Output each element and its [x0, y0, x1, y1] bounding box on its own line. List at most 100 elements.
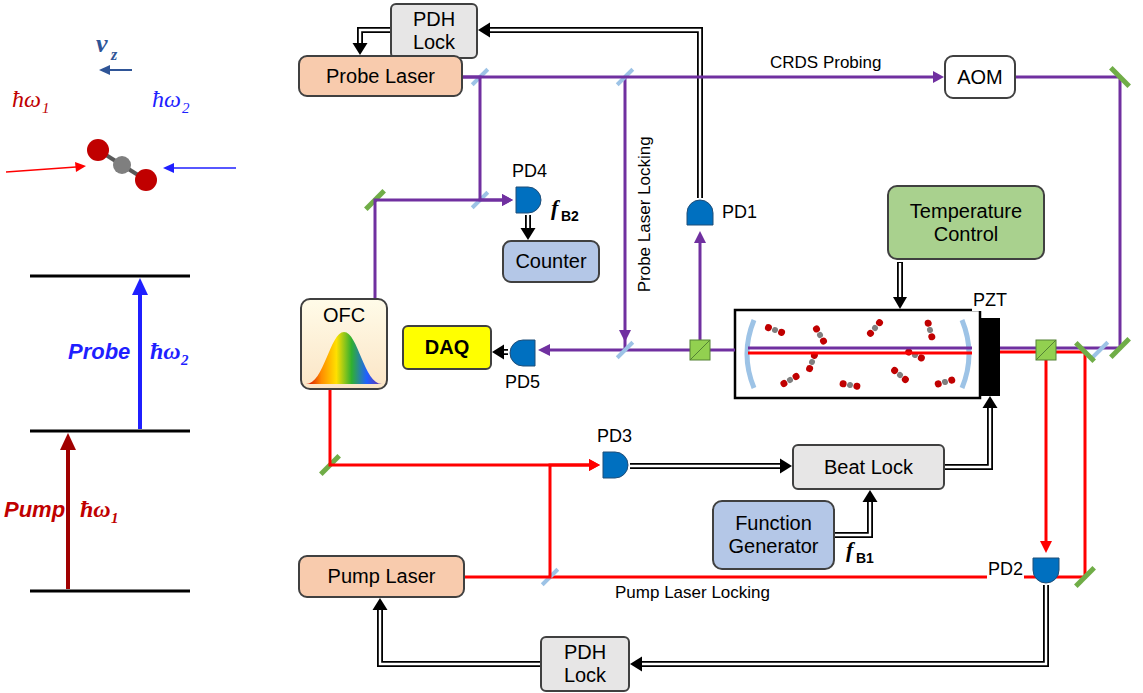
photodiode-symbol [513, 185, 543, 215]
level-line [30, 590, 190, 593]
daq-box: DAQ [402, 325, 492, 370]
box-label: PDH Lock [554, 641, 616, 687]
photon-energy: ħω [152, 86, 181, 112]
arrowhead [630, 657, 642, 672]
frequency-symbol: f [551, 196, 558, 220]
arrowhead [933, 71, 944, 83]
lock-box: PDH Lock [390, 3, 478, 59]
beam-connector [330, 390, 600, 471]
beam-arrowhead [694, 231, 706, 243]
photodiode-symbol [1031, 555, 1061, 585]
beam-arrowhead [538, 344, 550, 356]
box-label: Probe Laser [326, 65, 435, 88]
beam-line [463, 76, 934, 79]
polarizing-cube [690, 340, 710, 360]
photodiode-body [687, 200, 713, 225]
beam-label: Probe Laser Locking [636, 129, 655, 299]
component-label: PD1 [721, 202, 758, 223]
laser-box: Probe Laser [298, 55, 463, 97]
lock-box: Beat Lock [792, 444, 945, 490]
pump-beam [550, 352, 1085, 577]
laser-box: Pump Laser [298, 555, 465, 598]
arrowhead [502, 194, 513, 206]
box-label: OFC [323, 304, 365, 327]
box-label: Pump Laser [328, 565, 436, 588]
box-label: Counter [515, 250, 586, 273]
photodiode-body [516, 187, 541, 213]
probe-beam [550, 77, 1120, 350]
velocity-arrow [99, 65, 132, 75]
photodiode-body [1033, 558, 1059, 583]
signal-line-outer [945, 407, 990, 467]
frequency-symbol: f [846, 538, 853, 562]
arrowhead [589, 459, 600, 471]
component-label: PD5 [504, 372, 541, 393]
photodiode: PD1 [685, 198, 715, 228]
signal-line-inner [630, 465, 781, 467]
box-label: PDH Lock [403, 8, 465, 54]
energy-levels [30, 276, 190, 591]
component-label: PZT [972, 290, 1008, 311]
subscript: B2 [561, 209, 579, 224]
signal-line-inner [527, 215, 529, 229]
signal-line-inner [945, 407, 990, 467]
box-label: Temperature Control [896, 200, 1036, 246]
transition-label: Probe [68, 340, 130, 364]
level-line [30, 430, 190, 433]
photodiode-symbol [685, 198, 715, 228]
intracavity-beam [748, 347, 972, 350]
signal-line-outer [380, 609, 540, 664]
instrument-box: Function Generator [712, 500, 835, 570]
modulator-box: AOM [944, 55, 1016, 99]
intracavity-pump-beam [748, 352, 972, 355]
signal-line-outer [630, 463, 781, 469]
arrowhead [353, 43, 368, 55]
beam-label: Pump Laser Locking [615, 584, 770, 603]
level-line [30, 275, 190, 278]
transition-label: Pump [4, 498, 65, 522]
photon-energy: ħω [12, 86, 41, 112]
pump-reflected-beam [1045, 352, 1048, 542]
box-label: DAQ [425, 336, 469, 359]
reflected-beam [699, 242, 702, 350]
subscript: 1 [111, 510, 119, 527]
box-label: AOM [957, 66, 1003, 89]
beam-connector [463, 71, 944, 83]
comb-spectrum-shape [306, 332, 382, 384]
box-label: Function Generator [720, 512, 827, 558]
subscript: 2 [182, 100, 190, 117]
probe-transition [132, 278, 148, 429]
photon-energy: ħω [80, 496, 111, 522]
beam-line [330, 390, 590, 465]
instrument-box: Counter [502, 240, 600, 283]
arrowhead [478, 23, 490, 38]
arrowhead [521, 228, 536, 240]
beam-connector [375, 194, 513, 298]
beam-line [465, 465, 590, 577]
arrowhead [780, 459, 792, 474]
component-label: PD4 [511, 161, 548, 182]
beam-connector [463, 77, 513, 206]
photodiode-symbol [600, 450, 630, 480]
pump-locking-beam [550, 352, 1085, 577]
photon-energy: ħω [150, 338, 181, 364]
signal-line-inner [489, 30, 700, 198]
signal-connector [945, 396, 998, 467]
box-label: Beat Lock [824, 456, 913, 479]
photodiode-symbol [508, 338, 538, 368]
component-label: PD2 [987, 559, 1024, 580]
arrowhead [373, 598, 388, 610]
signal-connector [478, 23, 700, 199]
signal-connector [521, 215, 536, 240]
beam-connector [465, 459, 600, 577]
signal-line-inner [360, 30, 390, 44]
cavity [735, 310, 980, 398]
arrowhead [589, 459, 600, 471]
beam-arrowhead [1040, 541, 1052, 553]
frequency-comb: OFC [300, 298, 388, 390]
signal-line-outer [835, 501, 870, 535]
arrowhead [492, 345, 504, 360]
beam-splitter [471, 68, 1109, 586]
